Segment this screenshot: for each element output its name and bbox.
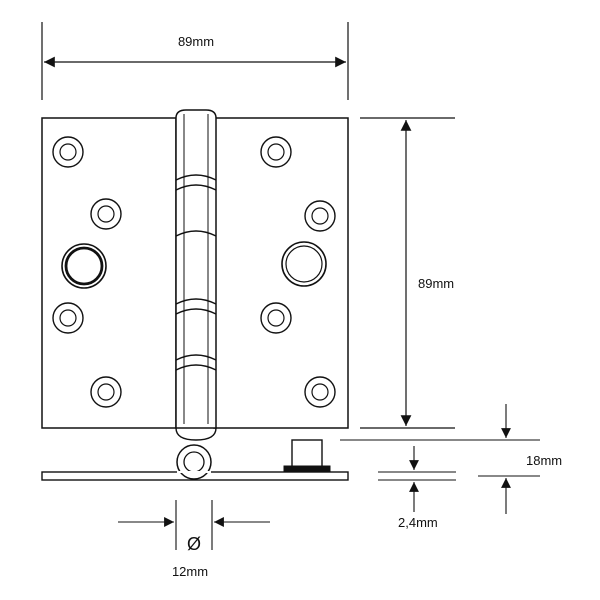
screw-hole xyxy=(52,136,84,168)
screw-hole xyxy=(304,376,336,408)
width-dimension: 89mm xyxy=(41,22,349,100)
screw-hole xyxy=(90,376,122,408)
screw-hole xyxy=(304,200,336,232)
knuckle-height-dimension: 18mm xyxy=(340,404,562,514)
plate-thickness-dimension: 2,4mm xyxy=(378,446,456,530)
screw-hole xyxy=(260,136,292,168)
height-dimension: 89mm xyxy=(360,117,455,429)
screw-hole xyxy=(52,302,84,334)
hinge-side-view xyxy=(41,439,349,481)
pin-diameter-dimension: Ø 12mm xyxy=(118,500,270,579)
width-label: 89mm xyxy=(178,34,214,49)
hinge-front-view xyxy=(41,109,349,441)
side-stud xyxy=(283,439,331,473)
pin-diameter-label: 12mm xyxy=(172,564,208,579)
left-leaf-screw-holes xyxy=(52,136,122,408)
knuckle-barrel xyxy=(175,109,217,441)
diameter-symbol: Ø xyxy=(187,534,201,554)
stud-hole xyxy=(281,241,327,287)
stud-hole xyxy=(61,243,107,289)
screw-hole xyxy=(260,302,292,334)
screw-hole xyxy=(90,198,122,230)
side-knuckle xyxy=(176,444,212,480)
knuckle-height-label: 18mm xyxy=(526,453,562,468)
height-label: 89mm xyxy=(418,276,454,291)
right-leaf-screw-holes xyxy=(260,136,336,408)
plate-thickness-label: 2,4mm xyxy=(398,515,438,530)
